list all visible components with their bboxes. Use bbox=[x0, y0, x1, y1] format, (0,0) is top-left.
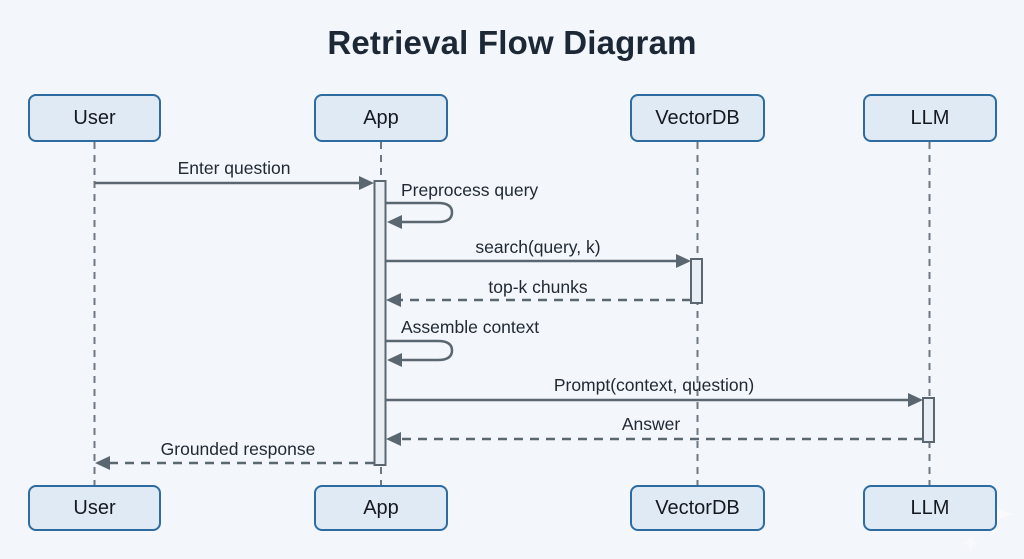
message-label-preprocess-query: Preprocess query bbox=[401, 180, 539, 200]
actor-box-app-top: App bbox=[314, 94, 448, 142]
arrowhead-search bbox=[676, 254, 691, 268]
actor-box-vectordb-top: VectorDB bbox=[630, 94, 765, 142]
activation-bar-vectordb bbox=[690, 258, 703, 304]
actor-label: VectorDB bbox=[655, 496, 740, 519]
message-label-prompt: Prompt(context, question) bbox=[553, 375, 755, 395]
actor-box-app-bottom: App bbox=[314, 485, 448, 531]
arrowhead-preprocess bbox=[387, 215, 402, 229]
actor-box-vectordb-bottom: VectorDB bbox=[630, 485, 765, 531]
actor-box-llm-top: LLM bbox=[863, 94, 997, 142]
actor-label: LLM bbox=[910, 496, 950, 519]
actor-label: User bbox=[73, 496, 116, 519]
message-label-search: search(query, k) bbox=[475, 237, 601, 257]
activation-bar-app bbox=[373, 180, 387, 466]
actor-box-user-top: User bbox=[28, 94, 161, 142]
message-label-topk-chunks: top-k chunks bbox=[488, 277, 588, 297]
arrowhead-answer bbox=[386, 432, 401, 446]
actor-label: User bbox=[73, 106, 116, 129]
message-label-assemble-context: Assemble context bbox=[401, 317, 540, 337]
arrowhead-grounded-response bbox=[95, 456, 110, 470]
self-loop-preprocess bbox=[386, 201, 454, 224]
message-label-answer: Answer bbox=[621, 414, 681, 434]
actor-label: VectorDB bbox=[655, 106, 740, 129]
arrowhead-assemble bbox=[387, 353, 402, 367]
arrowhead-topk-chunks bbox=[386, 293, 401, 307]
actor-box-user-bottom: User bbox=[28, 485, 161, 531]
activation-bar-llm bbox=[922, 397, 935, 443]
actor-label: LLM bbox=[910, 106, 950, 129]
arrowhead-prompt bbox=[908, 393, 923, 407]
actor-label: App bbox=[363, 496, 399, 519]
actor-label: App bbox=[363, 106, 399, 129]
message-label-enter-question: Enter question bbox=[177, 158, 291, 178]
actor-box-llm-bottom: LLM bbox=[863, 485, 997, 531]
page-title: Retrieval Flow Diagram bbox=[327, 24, 697, 61]
message-label-grounded-response: Grounded response bbox=[160, 439, 316, 459]
self-loop-assemble bbox=[386, 339, 454, 362]
arrowhead-enter-question bbox=[359, 176, 374, 190]
